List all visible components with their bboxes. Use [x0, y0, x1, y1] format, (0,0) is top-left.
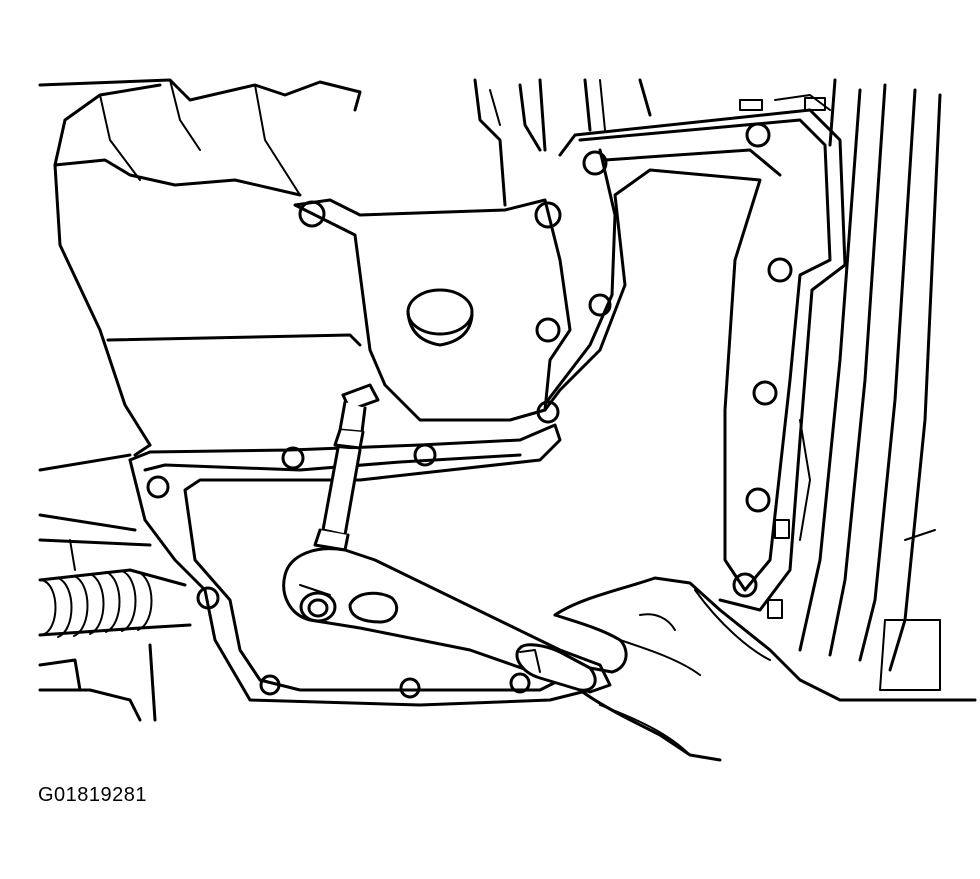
crossmember-and-hose	[38, 453, 192, 722]
lower-oil-pan	[128, 423, 592, 707]
engine-block	[38, 78, 652, 457]
upper-pan-flange	[536, 108, 847, 612]
bracket-plate	[293, 198, 572, 422]
hand	[515, 576, 977, 762]
transmission-housing	[739, 78, 942, 691]
figure-caption: G01819281	[38, 784, 148, 806]
ratchet-tool	[282, 383, 612, 694]
